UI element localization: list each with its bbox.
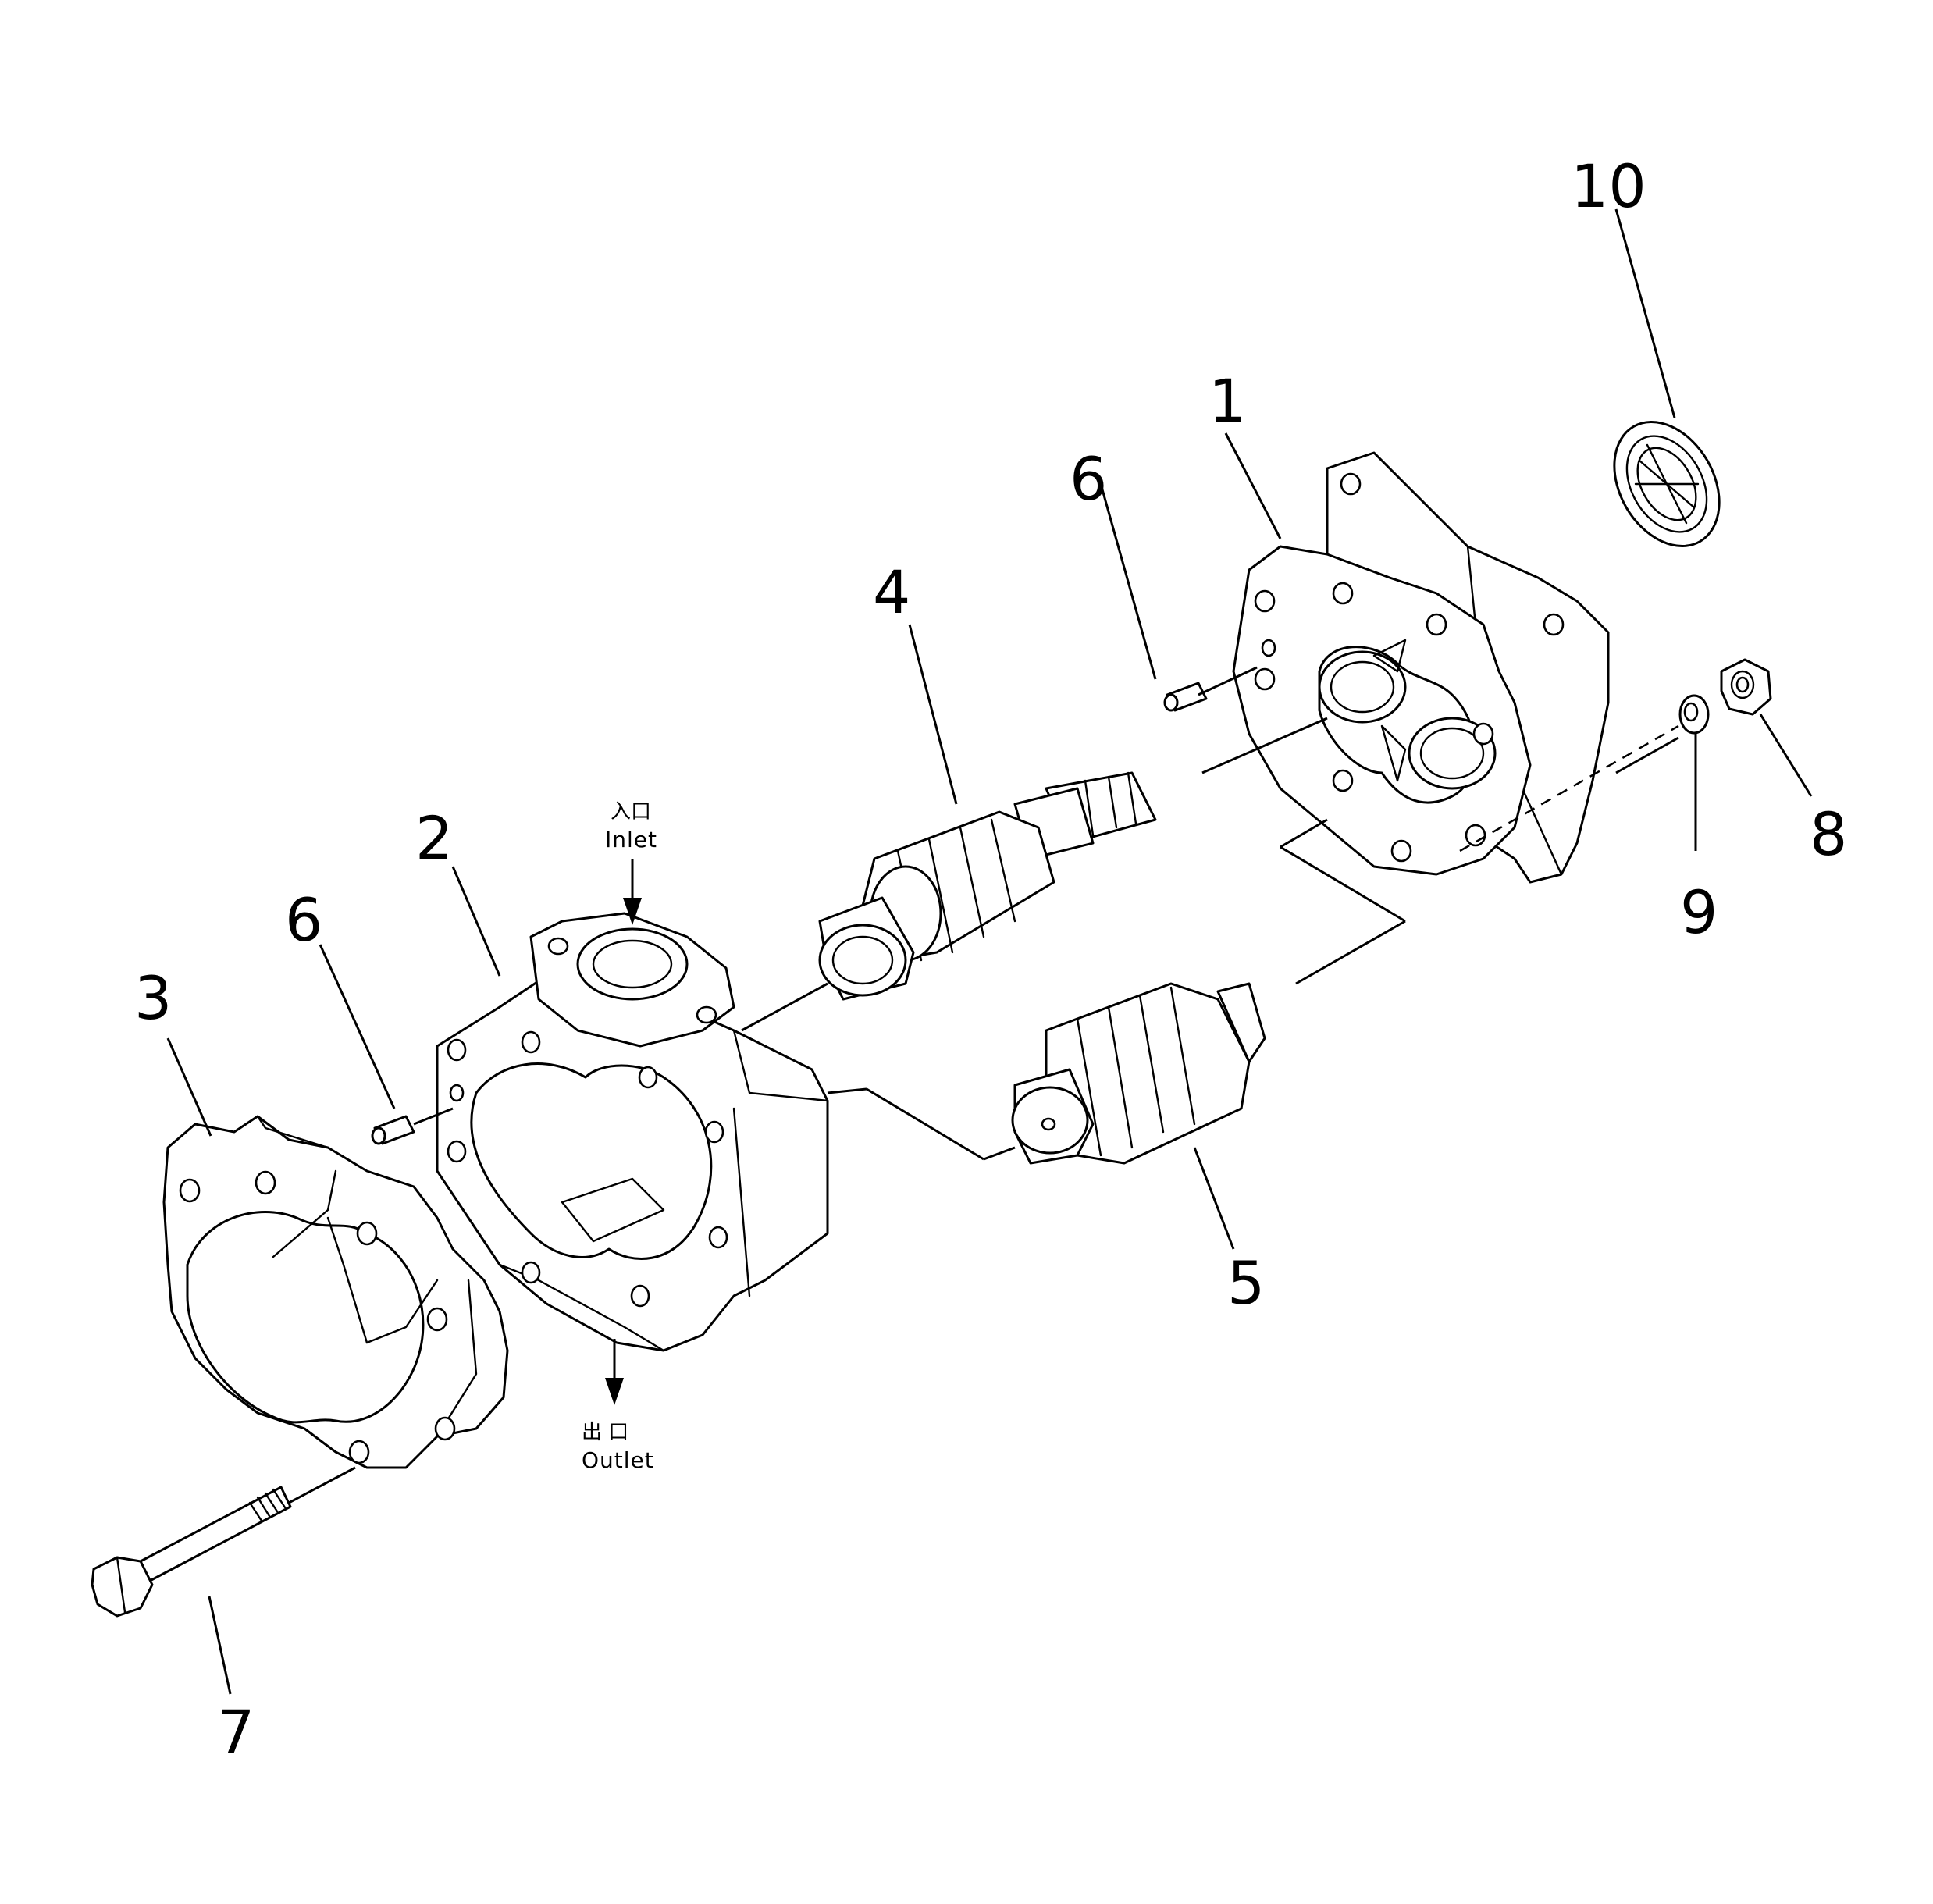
port-labels: 入口 Inlet 出 口 Outlet (582, 800, 657, 1473)
callout-6-upper: 6 (1070, 444, 1107, 514)
part-3-rear-cover (162, 1115, 509, 1469)
outlet-label-en: Outlet (582, 1447, 654, 1473)
part-9-washer (1678, 694, 1710, 735)
callout-6-lower: 6 (285, 885, 322, 955)
callout-3: 3 (134, 963, 172, 1033)
inlet-label-en: Inlet (605, 827, 657, 852)
callout-9: 9 (1680, 877, 1718, 947)
callouts: 1 2 3 4 5 6 6 7 8 9 10 (134, 151, 1847, 1767)
part-1-front-cover (1232, 451, 1610, 884)
outlet-label-jp: 出 口 (582, 1421, 628, 1444)
part-6-dowel-pin-lower (371, 1115, 415, 1145)
callout-5: 5 (1227, 1248, 1265, 1318)
callout-10: 10 (1571, 151, 1646, 221)
assembly-lines (288, 666, 1679, 1504)
part-7-bolt (91, 1486, 292, 1618)
callout-8: 8 (1810, 799, 1847, 869)
callout-2: 2 (415, 803, 453, 873)
part-10-oil-seal (1613, 421, 1721, 547)
callout-1: 1 (1209, 366, 1246, 436)
part-2-pump-body (436, 912, 829, 1352)
leader-lines (166, 208, 1813, 1695)
part-8-nut (1720, 658, 1772, 716)
part-4-drive-gear (818, 771, 1157, 1001)
part-6-dowel-pin-upper (1163, 682, 1208, 712)
inlet-label-jp: 入口 (611, 800, 651, 824)
callout-7: 7 (217, 1697, 255, 1767)
part-5-driven-gear (1011, 982, 1266, 1165)
callout-4: 4 (873, 557, 910, 627)
